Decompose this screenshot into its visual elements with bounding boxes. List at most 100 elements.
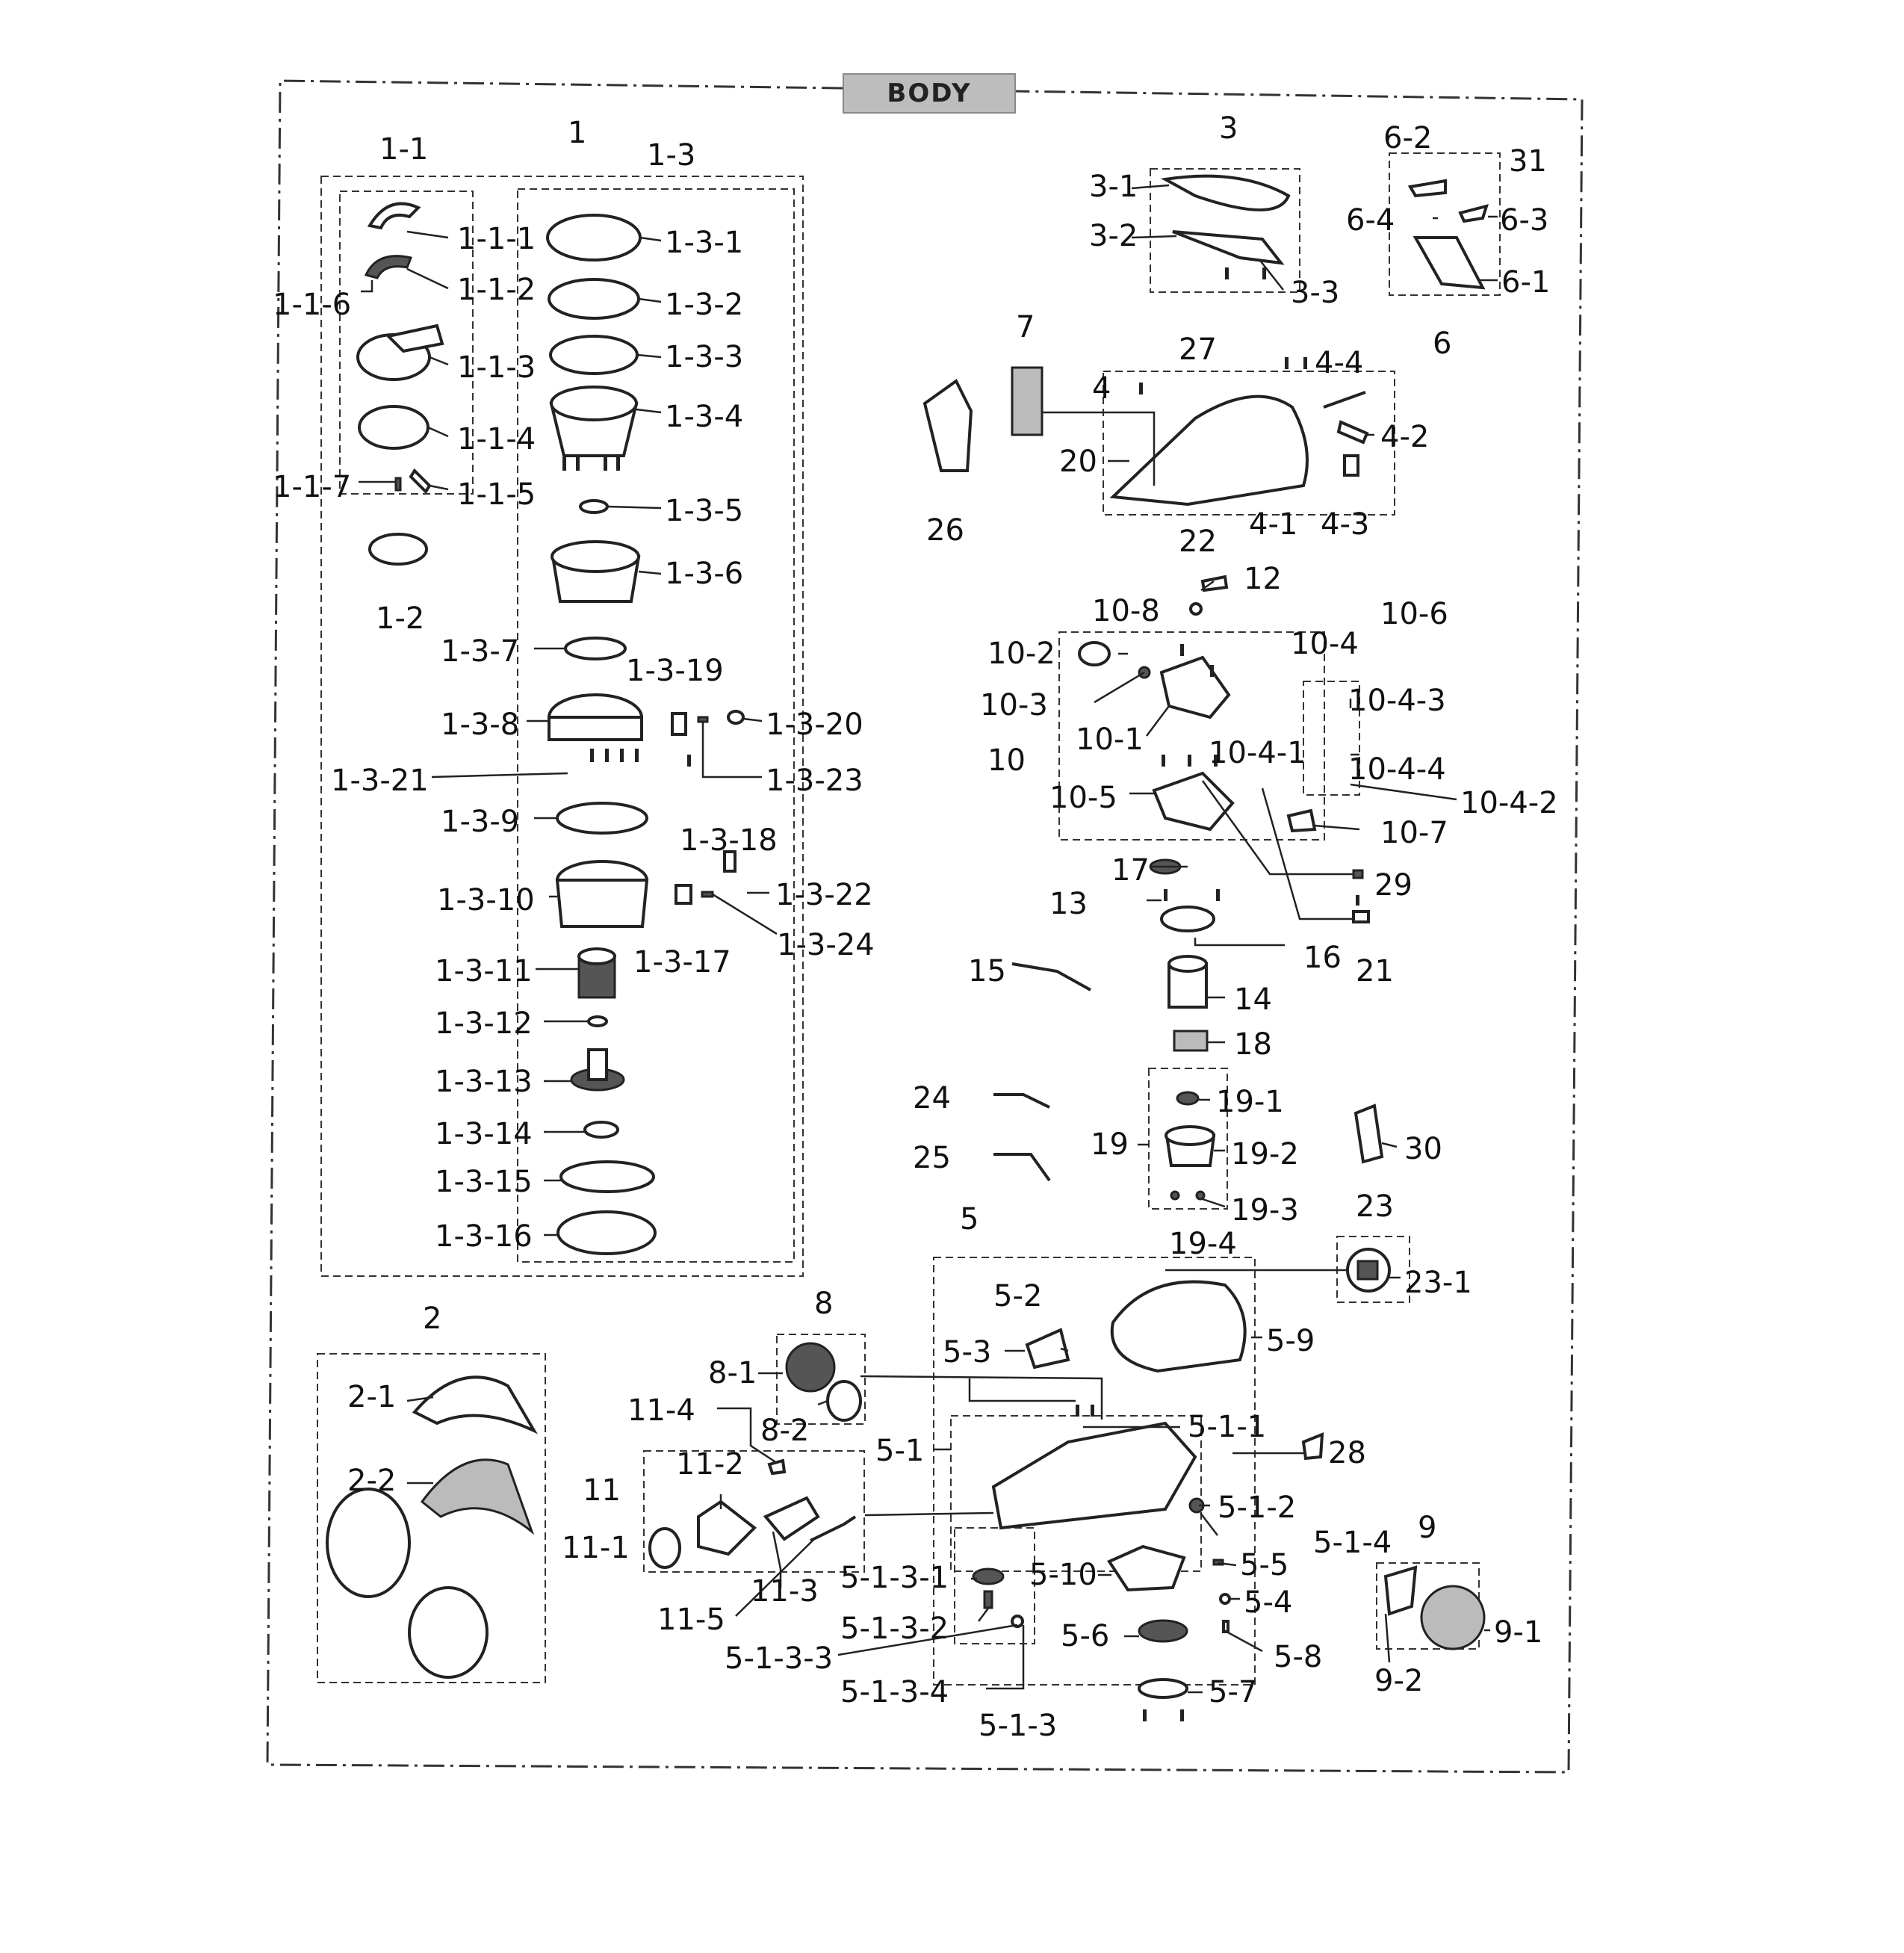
label: 25 <box>913 1141 951 1175</box>
label: 1-3-12 <box>435 1006 533 1041</box>
label: 1-3-24 <box>777 928 875 962</box>
part-6-2 <box>1407 179 1447 198</box>
label: 8-1 <box>708 1356 757 1390</box>
label: 1-1-3 <box>457 350 536 385</box>
label: 5-1-1 <box>1188 1410 1267 1444</box>
label: 5-1-3-1 <box>840 1561 949 1595</box>
label: 1-1-6 <box>273 288 352 322</box>
label: 16 <box>1303 941 1342 975</box>
label: 23 <box>1356 1189 1394 1224</box>
label: 6-2 <box>1383 121 1433 155</box>
label: 1-1-2 <box>457 273 536 307</box>
part-12 <box>1200 575 1229 592</box>
label: 12 <box>1244 562 1282 596</box>
label: 15 <box>968 954 1006 988</box>
part-1-3-7 <box>564 637 627 660</box>
label: 1-3-3 <box>665 340 744 374</box>
label: 1-1 <box>379 132 429 167</box>
part-1-3-24 <box>701 891 714 898</box>
group-2-box <box>317 1353 546 1683</box>
part-19-3a <box>1170 1190 1180 1201</box>
label: 8 <box>814 1287 834 1321</box>
part-1-3-16 <box>556 1210 657 1255</box>
part-5-1-3-2 <box>983 1590 993 1609</box>
label: 1-3-1 <box>665 226 744 260</box>
label: 1-3-2 <box>665 288 744 322</box>
label: 10-1 <box>1076 722 1144 757</box>
body-frame <box>266 79 1584 1774</box>
label: 1-3-13 <box>435 1065 533 1099</box>
label: 4 <box>1092 371 1111 406</box>
label: 11-3 <box>751 1574 819 1609</box>
group-10-box <box>1058 631 1325 841</box>
part-11-4 <box>767 1458 787 1476</box>
part-19-2-top <box>1165 1125 1215 1146</box>
label: 13 <box>1049 887 1088 921</box>
label: 29 <box>1374 868 1413 903</box>
part-23-inner <box>1356 1260 1379 1281</box>
part-4-4 <box>1323 391 1366 409</box>
part-1-1-2 <box>364 255 413 279</box>
part-9-2 <box>1383 1565 1418 1616</box>
label: 5-5 <box>1240 1548 1289 1582</box>
label: 4-2 <box>1380 420 1430 454</box>
label: 5-1 <box>875 1434 925 1468</box>
leader-lines <box>359 184 1498 1694</box>
label: 10-7 <box>1380 816 1448 850</box>
part-18 <box>1173 1030 1209 1052</box>
label: 11-5 <box>657 1603 725 1637</box>
label: 11 <box>583 1473 621 1508</box>
label: 11-1 <box>562 1531 630 1565</box>
part-10-2 <box>1078 641 1111 666</box>
part-15 <box>1011 962 1091 991</box>
label: 17 <box>1111 853 1150 888</box>
part-2-1 <box>412 1375 538 1434</box>
part-1-1-1 <box>367 202 421 230</box>
label: 5-10 <box>1029 1558 1097 1592</box>
label: 1-3-20 <box>766 708 863 742</box>
part-5-7 <box>1138 1678 1188 1699</box>
part-16 <box>1160 906 1215 932</box>
part-1-3-23 <box>697 716 709 723</box>
label: 1-3-9 <box>441 805 520 839</box>
part-19-3b <box>1195 1190 1206 1201</box>
label: 1-3-23 <box>766 764 863 798</box>
label: 4-4 <box>1315 346 1364 380</box>
label: 1-1-5 <box>457 477 536 512</box>
part-1-3-11-cap <box>577 947 616 965</box>
part-5-8 <box>1222 1620 1229 1633</box>
part-30 <box>1353 1104 1384 1164</box>
group-19-box <box>1148 1068 1228 1210</box>
group-6-box <box>1389 152 1501 296</box>
label: 1-1-7 <box>273 470 352 504</box>
label: 19-4 <box>1169 1227 1237 1261</box>
part-2-ring-b <box>408 1586 489 1679</box>
label: 6 <box>1433 326 1452 361</box>
label: 6-3 <box>1500 203 1549 238</box>
part-26 <box>922 379 973 472</box>
part-5-1-3-1 <box>972 1567 1005 1585</box>
part-9-1 <box>1420 1585 1486 1650</box>
part-1-3-14 <box>583 1121 619 1139</box>
part-1-3-19 <box>671 712 687 736</box>
part-11-3 <box>763 1496 820 1541</box>
label: 14 <box>1234 982 1272 1017</box>
label: 1-1-1 <box>457 222 536 256</box>
part-1-3-13-shaft <box>587 1048 608 1081</box>
label: 1-1-4 <box>457 422 536 456</box>
part-10-7 <box>1286 808 1317 833</box>
part-2-ring-a <box>326 1488 411 1598</box>
label: 1-3-7 <box>441 634 520 669</box>
label: 22 <box>1179 524 1217 559</box>
part-1-1-3-top <box>385 324 444 353</box>
part-11-1 <box>648 1527 681 1569</box>
label: 1-3-4 <box>665 400 744 434</box>
part-5-4 <box>1219 1593 1231 1605</box>
label: 27 <box>1179 332 1217 367</box>
label: 31 <box>1509 144 1547 179</box>
part-5-6 <box>1138 1619 1188 1643</box>
label: 9-2 <box>1374 1664 1424 1698</box>
label: 11-4 <box>627 1393 695 1428</box>
part-28 <box>1301 1432 1324 1461</box>
